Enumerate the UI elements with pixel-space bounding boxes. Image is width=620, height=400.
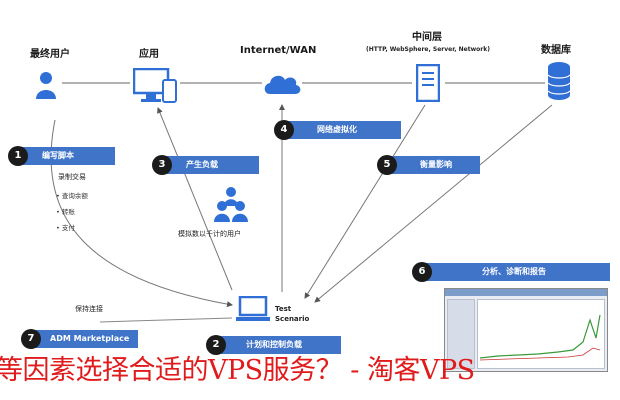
middle-tier-sublabel: (HTTP, WebSphere, Server, Network) [366,46,490,53]
script-item-2: • 转账 [56,208,75,216]
script-item-1: • 查询余额 [56,192,88,200]
script-items-title: 录制交易 [58,173,86,181]
report-chart-lines [479,314,601,361]
virtual-users-label: 模拟数以千计的用户 [178,230,241,238]
test-scenario-label: Test Scenario [275,304,309,324]
step-2-number: 2 [206,335,226,355]
report-sidebar [447,299,475,369]
cloud-icon [264,75,301,94]
step-7-number: 7 [21,329,41,349]
step-5-bar: 衡量影响 [386,156,480,174]
step-7-bar: ADM Marketplace [28,330,138,348]
step-3-number: 3 [152,155,172,175]
laptop-icon [236,296,270,321]
report-chart-area [477,299,605,369]
step-1-number: 1 [8,146,28,166]
script-item-1-text: 查询余额 [61,192,88,200]
test-scenario-line-2: Scenario [275,315,310,323]
watermark-text: 等因素选择合适的VPS服务？ - 淘客VPS [0,355,475,386]
end-user-label: 最终用户 [30,49,70,60]
report-screenshot [444,288,608,372]
step-3-label: 产生负载 [186,160,218,169]
keep-connected-label: 保持连接 [75,305,103,313]
script-item-3-text: 支付 [61,224,75,232]
step-1-label: 编写脚本 [42,151,74,160]
step-6-bar: 分析、诊断和报告 [418,263,610,281]
test-scenario-line-1: Test [275,305,292,313]
step-2-bar: 计划和控制负载 [216,336,341,354]
step-2-label: 计划和控制负载 [246,340,302,349]
step-7-label: ADM Marketplace [50,334,130,343]
step-1-bar: 编写脚本 [20,147,115,165]
step-4-bar: 网络虚拟化 [283,121,401,139]
desktop-mobile-icon [133,68,177,103]
step-4-label: 网络虚拟化 [317,125,357,134]
step-3-bar: 产生负载 [164,156,259,174]
step-5-label: 衡量影响 [420,160,452,169]
middle-tier-label: 中间层 [412,32,442,43]
user-icon [36,72,56,99]
step-6-number: 6 [412,262,432,282]
step-6-label: 分析、诊断和报告 [482,267,546,276]
step-5-number: 5 [377,155,397,175]
database-label: 数据库 [541,45,571,56]
script-item-2-text: 转账 [61,208,75,216]
script-item-3: • 支付 [56,224,75,232]
internet-label: Internet/WAN [240,45,317,56]
user-group-icon [214,187,248,222]
report-toolbar [445,289,607,296]
database-icon [547,62,571,100]
step-4-number: 4 [274,120,294,140]
application-label: 应用 [139,49,159,60]
server-icon [416,64,440,102]
